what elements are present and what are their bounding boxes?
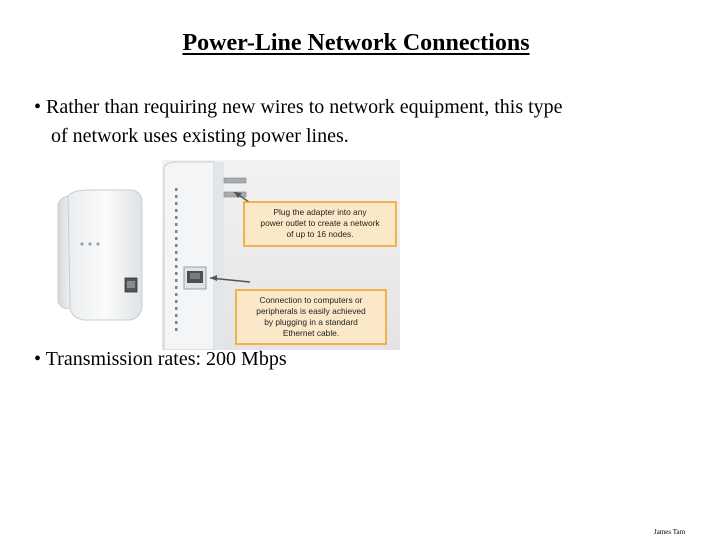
callout-top: Plug the adapter into any power outlet t…: [243, 201, 397, 247]
indicator-light-icon: [80, 242, 84, 246]
powerline-adapter-figure: Plug the adapter into any power outlet t…: [57, 160, 400, 350]
adapter-photo: [57, 189, 143, 321]
callout-bottom-line: peripherals is easily achieved: [256, 306, 366, 316]
callout-bottom-line: Ethernet cable.: [283, 328, 339, 338]
slide-title: Power-Line Network Connections: [182, 30, 530, 56]
bullet-text-line1: Rather than requiring new wires to netwo…: [46, 96, 563, 118]
bullet-text-line1: Transmission rates: 200 Mbps: [45, 348, 287, 370]
callout-bottom-line: by plugging in a standard: [264, 317, 358, 327]
callout-top-line: Plug the adapter into any: [273, 207, 367, 217]
indicator-light-icon: [88, 242, 92, 246]
indicator-light-icon: [96, 242, 100, 246]
callout-bottom-line: Connection to computers or: [260, 295, 363, 305]
bullet-marker: •: [34, 96, 42, 118]
callout-bottom: Connection to computers or peripherals i…: [235, 289, 387, 345]
callout-top-line: power outlet to create a network: [260, 218, 380, 228]
bullet-marker: •: [34, 348, 42, 370]
bullet-text-line2: of network uses existing power lines.: [51, 125, 349, 147]
footer-author: James Tam: [654, 528, 686, 536]
callout-top-line: of up to 16 nodes.: [286, 229, 353, 239]
vent-slots: [175, 188, 178, 331]
ethernet-port-icon: [183, 266, 207, 290]
bullet-item: • Transmission rates: 200 Mbps: [34, 345, 287, 374]
bullet-item: • Rather than requiring new wires to net…: [34, 93, 563, 151]
